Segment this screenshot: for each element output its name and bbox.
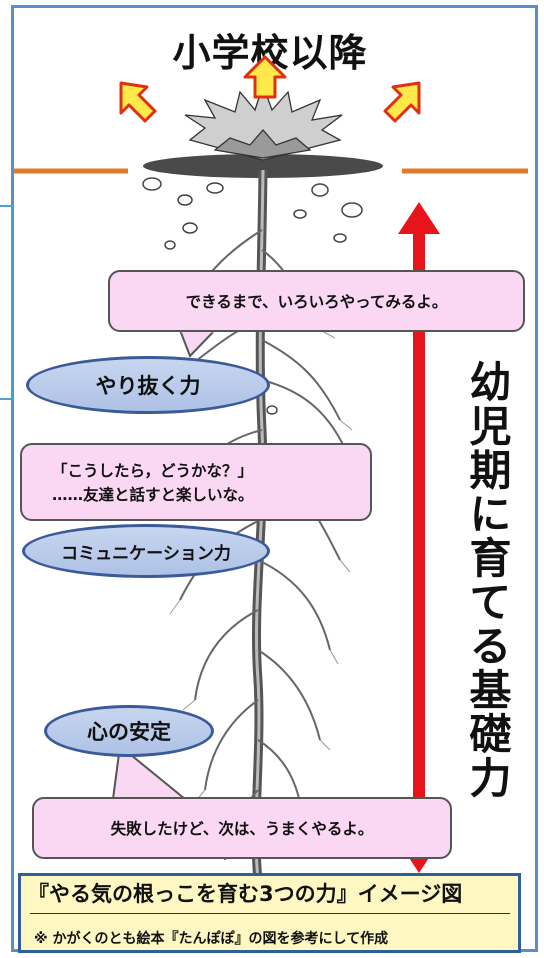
ability-oval-perseverance: やり抜く力: [26, 356, 270, 414]
ability-label-perseverance: やり抜く力: [95, 374, 201, 398]
ability-label-stability: 心の安定: [87, 720, 171, 744]
speech-bubble-talk: 「こうしたら，どうかな？」 ……友達と話すと楽しいな。: [20, 443, 372, 521]
vertical-label: 幼児期に育てる基礎力: [463, 360, 512, 800]
caption-note: ※ かがくのとも絵本『たんぽぽ』の図を参考にして作成: [34, 931, 389, 947]
side-panel-edge: [0, 205, 13, 400]
ability-oval-stability: 心の安定: [44, 705, 214, 757]
growth-arrow-up-right-icon: [383, 81, 421, 123]
caption-underline: [30, 913, 510, 914]
ability-label-communication: コミュニケーション力: [61, 543, 231, 564]
speech-bubble-try: できるまで、いろいろやってみるよ。: [108, 270, 525, 332]
speech-bubble-retry: 失敗したけど、次は、うまくやるよ。: [32, 797, 452, 859]
growth-arrow-up-icon: [243, 55, 287, 99]
leaf-rosette: [184, 82, 343, 161]
speech-text-try: できるまで、いろいろやってみるよ。: [185, 293, 448, 311]
speech-text-talk-1: 「こうしたら，どうかな？」: [52, 462, 254, 480]
ability-oval-communication: コミュニケーション力: [22, 524, 270, 578]
speech-text-talk-2: ……友達と話すと楽しいな。: [52, 486, 254, 504]
caption-title: 『やる気の根っこを育む3つの力』イメージ図: [28, 882, 463, 906]
growth-arrow-up-left-icon: [119, 81, 157, 123]
soil-band: [143, 154, 383, 178]
growth-arrows: [119, 55, 421, 123]
soil-pebbles: [142, 177, 363, 415]
speech-text-retry: 失敗したけど、次は、うまくやるよ。: [110, 820, 374, 838]
